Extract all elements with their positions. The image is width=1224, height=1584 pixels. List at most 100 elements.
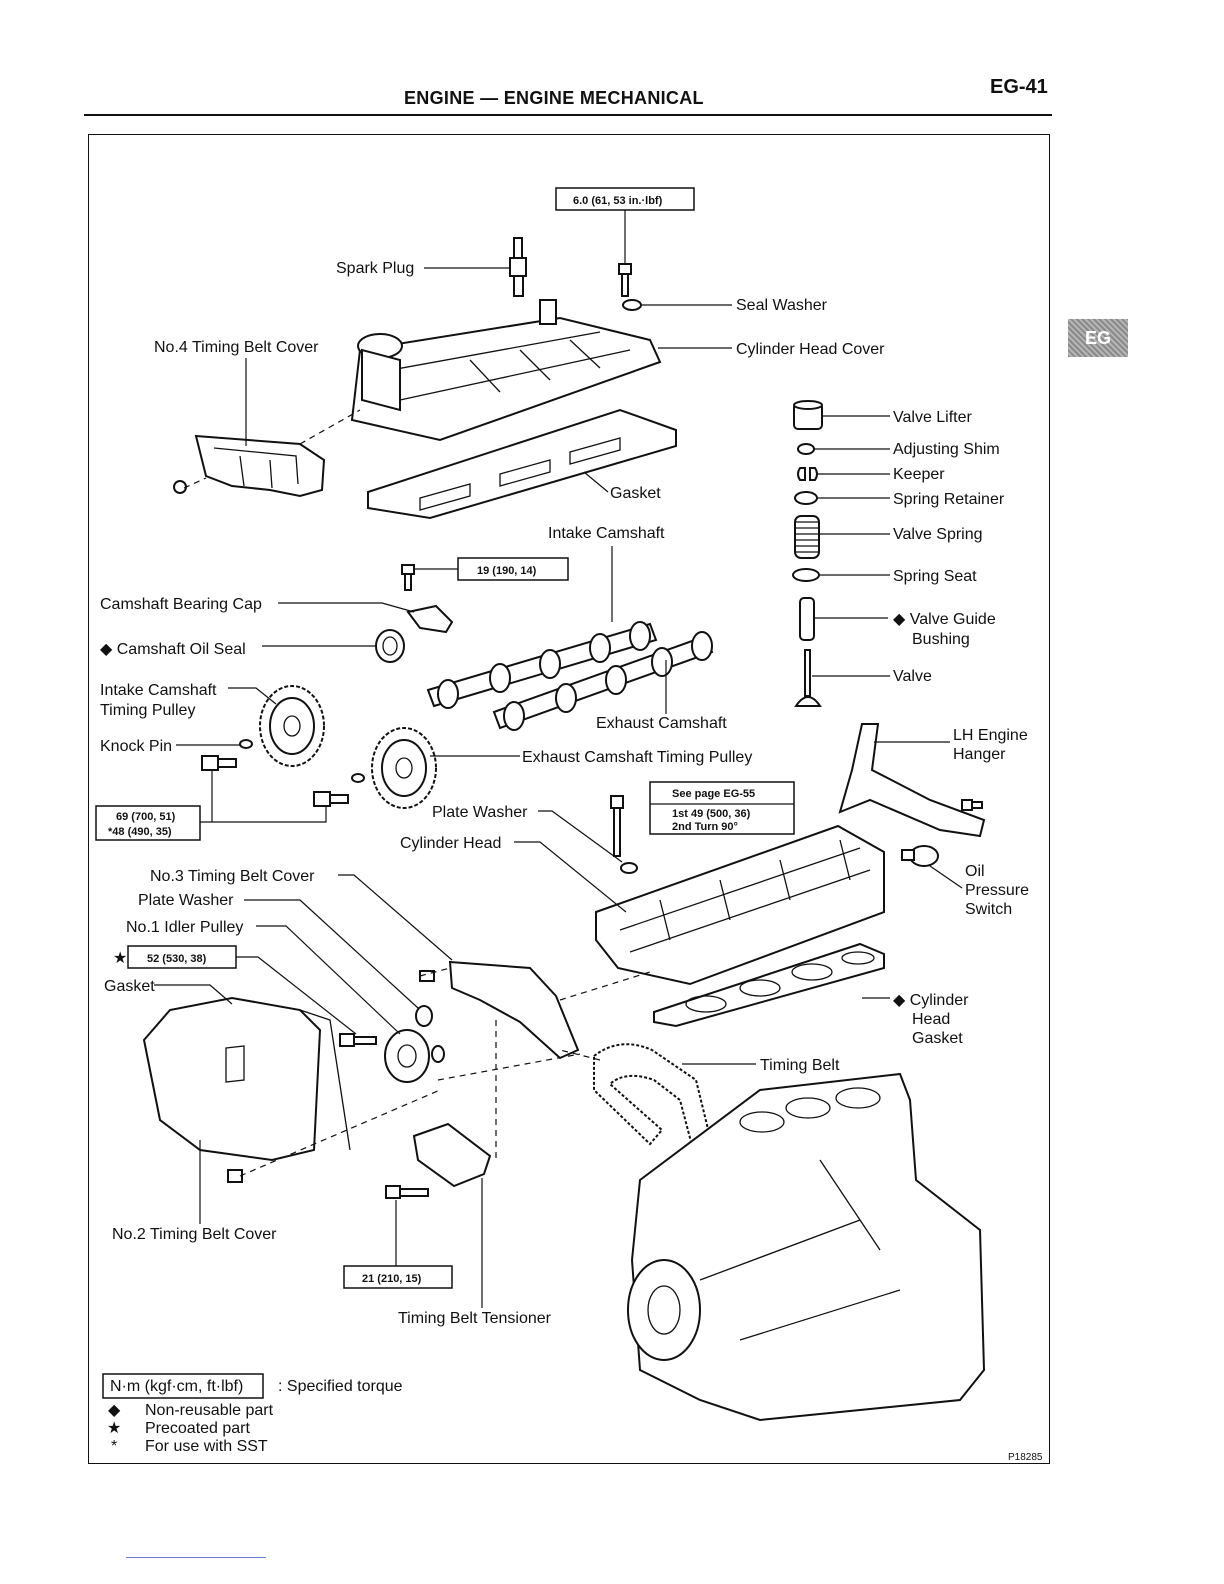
exhaust-camshaft-icon (492, 631, 714, 731)
intake-camshaft-timing-pulley-label-2: Timing Pulley (100, 702, 195, 719)
knock-pin-icon (239, 739, 365, 783)
spring-seat-label: Spring Seat (893, 568, 977, 585)
camshaft-bearing-cap-icon (406, 604, 454, 634)
cylinder-head-gasket-label-3: Gasket (912, 1030, 963, 1047)
adjusting-shim-icon (797, 443, 815, 455)
plate-washer-idler-label: Plate Washer (138, 892, 234, 909)
plate-washer-head-label: Plate Washer (432, 804, 528, 821)
exhaust-camshaft-timing-pulley-label: Exhaust Camshaft Timing Pulley (522, 749, 752, 766)
timing-belt-tensioner-icon (385, 1122, 492, 1199)
no3-timing-belt-cover-label: No.3 Timing Belt Cover (150, 868, 315, 885)
valve-icon (794, 649, 822, 707)
pulley-bolt-icon (201, 755, 349, 807)
exhaust-timing-pulley-icon (371, 727, 437, 809)
knock-pin-label: Knock Pin (100, 738, 172, 755)
valve-guide-bushing-label-1: ◆ Valve Guide (893, 611, 996, 628)
valve-lifter-icon (793, 400, 823, 430)
no1-idler-pulley-label: No.1 Idler Pulley (126, 919, 243, 936)
page-title: ENGINE — ENGINE MECHANICAL (404, 88, 704, 108)
legend-sst-symbol: * (111, 1438, 117, 1455)
valve-spring-label: Valve Spring (893, 526, 983, 543)
page-number: EG-41 (990, 76, 1048, 98)
cylinder-block-icon (627, 1072, 986, 1422)
lh-engine-hanger-label-2: Hanger (953, 746, 1006, 763)
cylinder-head-cover-icon (350, 299, 662, 442)
cylinder-head-gasket-label-1: ◆ Cylinder (893, 992, 969, 1009)
camshaft-oil-seal-label: ◆ Camshaft Oil Seal (100, 641, 246, 658)
gasket-top-label: Gasket (610, 485, 661, 502)
keeper-icon (797, 467, 818, 481)
torque-head-bolt-2: 1st 49 (500, 36) (672, 808, 751, 820)
cylinder-head-gasket-icon (653, 942, 885, 1028)
no2-timing-belt-cover-icon (142, 996, 351, 1183)
bearing-cap-bolt-icon (401, 564, 415, 591)
diagram-frame (88, 134, 1050, 1464)
head-cover-bolt-icon (618, 263, 632, 297)
section-tab: EG (1068, 319, 1128, 357)
seal-washer-label: Seal Washer (736, 297, 828, 314)
spark-plug-icon (509, 237, 527, 297)
intake-camshaft-icon (426, 621, 658, 709)
head-bolt-icon (610, 795, 638, 874)
legend-unit: N·m (kgf·cm, ft·lbf) (110, 1378, 243, 1395)
header-rule (84, 114, 1052, 116)
legend-precoated: Precoated part (145, 1420, 251, 1437)
legend-unit-desc: : Specified torque (278, 1378, 403, 1395)
camshaft-oil-seal-icon (375, 629, 405, 663)
valve-guide-bushing-label-2: Bushing (912, 631, 970, 648)
precoated-star-marker: ★ (113, 950, 127, 967)
no1-idler-pulley-icon (339, 1005, 445, 1083)
cylinder-head-icon (595, 824, 885, 986)
spring-seat-icon (792, 568, 820, 582)
exhaust-camshaft-label: Exhaust Camshaft (596, 715, 727, 732)
valve-lifter-label: Valve Lifter (893, 409, 973, 426)
torque-head-cover: 6.0 (61, 53 in.·lbf) (573, 195, 663, 207)
legend-precoated-symbol: ★ (107, 1420, 121, 1437)
valve-guide-bushing-icon (799, 597, 815, 641)
torque-head-bolt-3: 2nd Turn 90° (672, 821, 738, 833)
oil-pressure-switch-icon (901, 845, 939, 867)
timing-belt-icon (593, 1043, 720, 1178)
intake-camshaft-timing-pulley-label-1: Intake Camshaft (100, 682, 217, 699)
no4-timing-belt-cover-label: No.4 Timing Belt Cover (154, 339, 319, 356)
torque-box-tensioner (343, 1265, 453, 1289)
torque-box-head-bolt (649, 781, 795, 835)
legend-unit-box (102, 1373, 264, 1399)
valve-spring-icon (794, 515, 820, 559)
no3-timing-belt-cover-icon (419, 960, 580, 1060)
torque-tensioner: 21 (210, 15) (362, 1273, 422, 1285)
lh-engine-hanger-icon (838, 723, 986, 838)
torque-bearing-cap: 19 (190, 14) (477, 565, 537, 577)
torque-idler-pulley: 52 (530, 38) (147, 953, 207, 965)
lh-engine-hanger-label-1: LH Engine (953, 727, 1028, 744)
cylinder-head-label: Cylinder Head (400, 835, 501, 852)
adjusting-shim-label: Adjusting Shim (893, 441, 1000, 458)
camshaft-bearing-cap-label: Camshaft Bearing Cap (100, 596, 262, 613)
footer-underline (126, 1557, 266, 1558)
cylinder-head-cover-label: Cylinder Head Cover (736, 341, 885, 358)
oil-pressure-switch-label-3: Switch (965, 901, 1012, 918)
oil-pressure-switch-label-2: Pressure (965, 882, 1029, 899)
keeper-label: Keeper (893, 466, 945, 483)
valve-label: Valve (893, 668, 932, 685)
torque-box-pulley (95, 805, 201, 841)
intake-camshaft-label: Intake Camshaft (548, 525, 665, 542)
gasket-lower-label: Gasket (104, 978, 155, 995)
torque-head-bolt-1: See page EG-55 (672, 788, 755, 800)
spark-plug-label: Spark Plug (336, 260, 414, 277)
seal-washer-icon (622, 299, 642, 311)
no2-timing-belt-cover-label: No.2 Timing Belt Cover (112, 1226, 277, 1243)
oil-pressure-switch-label-1: Oil (965, 863, 985, 880)
legend-sst: For use with SST (145, 1438, 268, 1455)
torque-pulley-2: *48 (490, 35) (108, 826, 172, 838)
timing-belt-tensioner-label: Timing Belt Tensioner (398, 1310, 552, 1327)
figure-code: P18285 (1008, 1452, 1043, 1463)
no4-timing-belt-cover-icon (173, 434, 326, 498)
timing-belt-label: Timing Belt (760, 1057, 840, 1074)
torque-pulley-1: 69 (700, 51) (116, 811, 176, 823)
cover-gasket-icon (367, 408, 677, 520)
legend-non-reusable-symbol: ◆ (108, 1402, 121, 1419)
spring-retainer-icon (794, 491, 818, 505)
intake-timing-pulley-icon (259, 685, 325, 767)
